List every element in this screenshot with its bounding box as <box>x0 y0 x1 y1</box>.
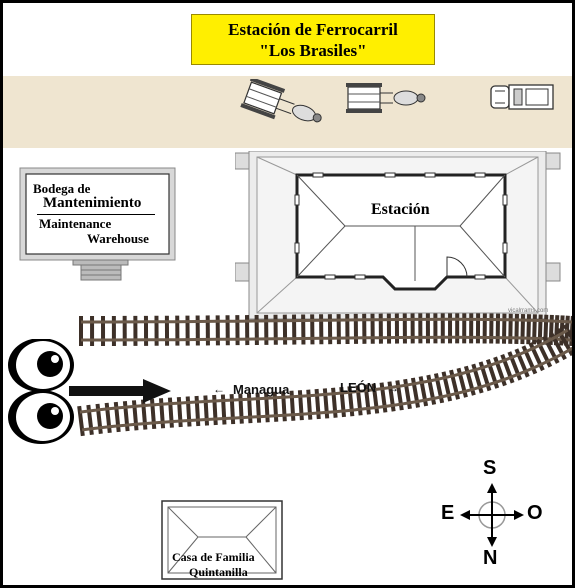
warehouse-label-en-1: Maintenance <box>39 216 112 231</box>
compass-left-label: E <box>441 502 455 524</box>
family-house-building <box>161 500 283 580</box>
eyes-icon <box>8 339 74 444</box>
map-title: Estación de Ferrocarril "Los Brasiles" <box>191 14 435 65</box>
house-label-1: Casa de Familia <box>172 550 255 564</box>
west-arrow-icon: ← <box>213 382 225 396</box>
managua-label: Managua <box>233 382 290 397</box>
compass-right-label: O <box>527 502 543 524</box>
siding-track <box>77 324 572 437</box>
truck-icon <box>490 84 554 110</box>
station-building <box>235 151 561 320</box>
compass-top-label: S <box>483 457 497 479</box>
station-credit: vicalrrams.com <box>508 308 549 314</box>
railway-tracks <box>77 313 572 437</box>
compass-rose-icon <box>460 483 524 547</box>
east-arrow-icon: → <box>387 381 399 395</box>
title-line-1: Estación de Ferrocarril <box>228 20 398 39</box>
warehouse-label-en-2: Warehouse <box>87 231 149 246</box>
leon-label: LEÓN <box>340 380 377 395</box>
view-direction-arrow-icon <box>69 379 171 403</box>
compass-bottom-label: N <box>483 547 498 569</box>
cart-and-horse-1-icon <box>240 79 322 123</box>
cart-and-horse-2-icon <box>346 83 426 113</box>
warehouse-label-divider <box>37 214 155 215</box>
warehouse-label-es-2: Mantenimiento <box>43 195 142 211</box>
map-canvas: Estación de Ferrocarril "Los Brasiles" <box>3 3 572 585</box>
title-line-2: "Los Brasiles" <box>259 41 367 60</box>
warehouse-label-es-1: Bodega de <box>33 181 91 196</box>
house-label-2: Quintanilla <box>189 565 248 579</box>
station-label: Estación <box>371 201 430 218</box>
main-track <box>78 313 572 347</box>
